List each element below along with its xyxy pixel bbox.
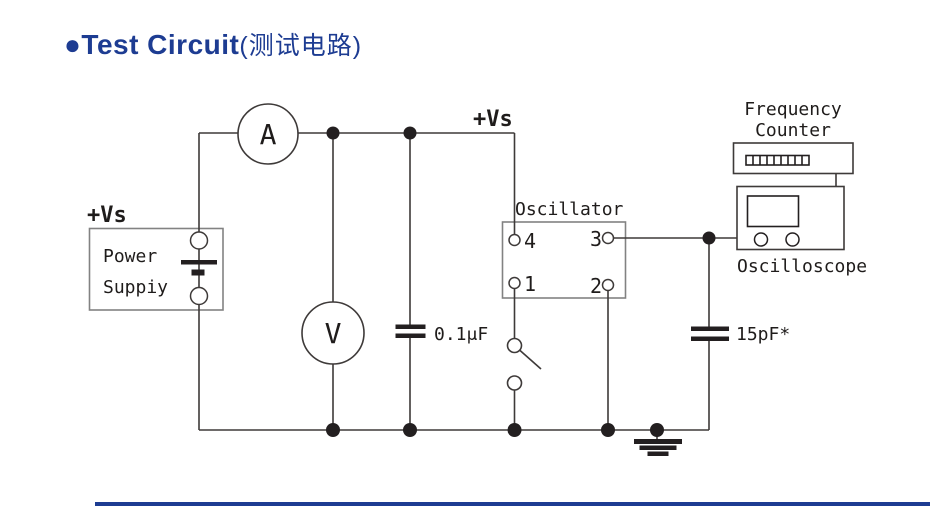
power-supply-label-line1: Power	[103, 246, 157, 267]
junction-dots	[326, 126, 716, 437]
load-capacitor: 15pF*	[691, 324, 790, 345]
oscillator-pin3-circle	[601, 231, 615, 245]
page-title-sub: (测试电路)	[239, 32, 363, 60]
ammeter: A	[237, 103, 299, 165]
oscillator-pin3-label: 3	[590, 227, 602, 251]
page-title: ●Test Circuit(测试电路)	[64, 28, 362, 67]
oscilloscope-screen	[746, 195, 800, 228]
load-capacitor-plate-top	[691, 326, 729, 331]
frequency-counter-label-line1: Frequency	[744, 99, 842, 120]
oscilloscope-knob-left	[753, 232, 769, 247]
oscilloscope-knob-right	[785, 232, 800, 247]
oscillator-title: Oscillator	[515, 199, 624, 220]
oscilloscope: Oscilloscope	[737, 195, 867, 277]
load-capacitor-plate-bottom	[691, 336, 729, 341]
ammeter-label: A	[260, 118, 277, 151]
oscillator-pin1-label: 1	[524, 272, 536, 296]
power-supply-terminal-bottom	[189, 286, 209, 306]
oscilloscope-label: Oscilloscope	[737, 256, 867, 277]
frequency-counter: Frequency Counter	[744, 99, 842, 166]
voltmeter: V	[301, 301, 365, 365]
voltmeter-circle	[301, 301, 365, 365]
oscillator-pin4-circle	[508, 233, 521, 247]
oscillator-pin4-label: 4	[524, 229, 536, 253]
voltmeter-label: V	[325, 317, 342, 350]
frequency-counter-display	[745, 154, 810, 166]
footer-rule	[95, 502, 930, 506]
oscillator-pin1-circle	[508, 276, 521, 290]
bypass-capacitor-label: 0.1μF	[434, 324, 488, 345]
bypass-capacitor: 0.1μF	[395, 324, 488, 345]
switch-contact-bottom	[506, 375, 523, 391]
oscillator-pin2-label: 2	[590, 274, 602, 298]
frequency-counter-label-line2: Counter	[755, 120, 831, 141]
switch-contact-top	[506, 337, 523, 354]
power-supply-terminal-top	[189, 231, 209, 250]
switch-arm	[518, 349, 542, 370]
power-supply: Power Suppiy	[103, 231, 217, 306]
bypass-capacitor-plate-top	[395, 324, 426, 329]
oscillator-pin2-circle	[601, 278, 615, 292]
circuit-wires	[198, 132, 837, 439]
vs-label-top: +Vs	[473, 107, 513, 132]
oscillator: Oscillator 4 3 1 2	[508, 199, 624, 298]
load-capacitor-label: 15pF*	[736, 324, 790, 345]
battery-plate-long	[181, 260, 217, 265]
page-title-main: ●Test Circuit	[64, 29, 240, 60]
vs-label-left: +Vs	[87, 203, 127, 228]
test-switch	[506, 337, 523, 391]
battery-plate-short	[191, 269, 205, 276]
power-supply-label-line2: Suppiy	[103, 277, 168, 298]
ammeter-circle	[237, 103, 299, 165]
ground-symbol	[634, 439, 682, 456]
bypass-capacitor-plate-bottom	[395, 333, 426, 338]
